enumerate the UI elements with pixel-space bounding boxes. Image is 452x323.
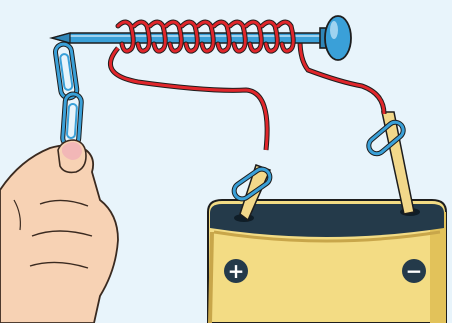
- wire-left: [108, 47, 269, 151]
- paperclip-positive-terminal: [231, 166, 273, 202]
- hand: [0, 139, 119, 323]
- wire-right: [298, 39, 386, 115]
- negative-symbol: [402, 259, 426, 283]
- nail-head: [324, 15, 352, 61]
- battery-top: [210, 204, 444, 237]
- thumbnail: [62, 142, 82, 160]
- paperclip-top: [52, 41, 80, 101]
- negative-symbol-label: −: [406, 259, 423, 283]
- battery: + −: [207, 199, 447, 323]
- positive-symbol: [224, 259, 248, 283]
- copper-coil: [115, 19, 296, 54]
- negative-contact: [381, 111, 415, 215]
- positive-symbol-label: +: [228, 259, 245, 283]
- iron-nail: [49, 15, 352, 61]
- paperclip-negative-terminal: [366, 119, 406, 157]
